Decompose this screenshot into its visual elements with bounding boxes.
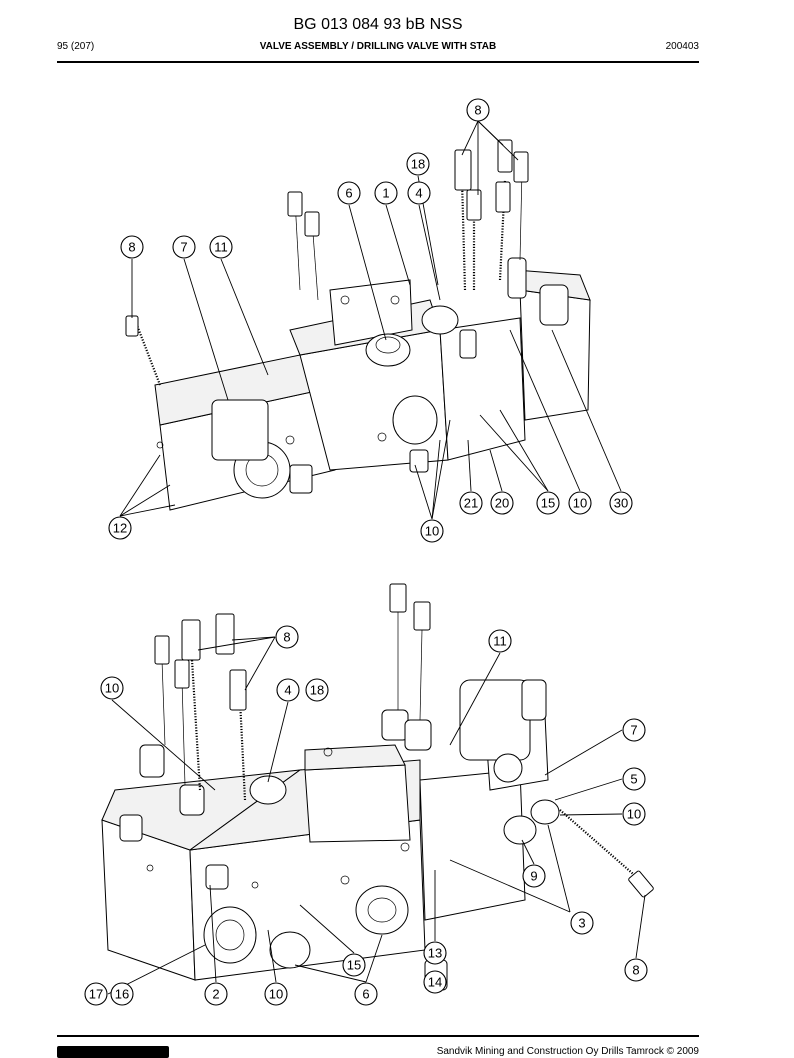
callout-4: 4 [407, 181, 431, 205]
callout-8: 8 [466, 98, 490, 122]
svg-text:10: 10 [573, 496, 587, 511]
callout-21: 21 [459, 491, 483, 515]
svg-text:13: 13 [428, 946, 442, 961]
callout-6: 6 [354, 982, 378, 1006]
callout-7: 7 [172, 235, 196, 259]
callout-11: 11 [209, 235, 233, 259]
svg-text:16: 16 [115, 987, 129, 1002]
callout-6: 6 [337, 181, 361, 205]
svg-text:4: 4 [284, 683, 291, 698]
callout-10: 10 [420, 519, 444, 543]
svg-text:18: 18 [411, 157, 425, 172]
callout-18: 18 [406, 152, 430, 176]
callout-17: 17 [84, 982, 108, 1006]
svg-text:10: 10 [425, 524, 439, 539]
header-rule [57, 61, 699, 63]
callout-15: 15 [536, 491, 560, 515]
date-code: 200403 [665, 41, 699, 52]
callout-10: 10 [622, 802, 646, 826]
svg-text:30: 30 [614, 496, 628, 511]
svg-text:7: 7 [630, 723, 637, 738]
svg-text:11: 11 [214, 240, 228, 255]
page-reference: 95 (207) [57, 41, 95, 52]
callout-10: 10 [100, 676, 124, 700]
svg-text:8: 8 [474, 103, 481, 118]
callout-10: 10 [568, 491, 592, 515]
callout-13: 13 [423, 941, 447, 965]
svg-text:3: 3 [578, 916, 585, 931]
company-logo [57, 1046, 169, 1058]
callout-leaders [107, 120, 646, 995]
bottom-valve-assembly [101, 583, 654, 991]
callout-7: 7 [622, 718, 646, 742]
svg-text:10: 10 [627, 807, 641, 822]
callout-20: 20 [490, 491, 514, 515]
svg-text:8: 8 [632, 963, 639, 978]
callout-12: 12 [108, 516, 132, 540]
section-title: VALVE ASSEMBLY / DRILLING VALVE WITH STA… [259, 41, 497, 52]
callout-4: 4 [276, 678, 300, 702]
top-valve-assembly [125, 139, 591, 511]
callout-1: 1 [374, 181, 398, 205]
footer-rule [57, 1035, 699, 1037]
svg-text:4: 4 [415, 186, 422, 201]
svg-text:14: 14 [428, 975, 442, 990]
svg-text:12: 12 [113, 521, 127, 536]
callout-8: 8 [120, 235, 144, 259]
svg-text:18: 18 [310, 683, 324, 698]
svg-text:10: 10 [269, 987, 283, 1002]
svg-text:10: 10 [105, 681, 119, 696]
callout-3: 3 [570, 911, 594, 935]
callout-8: 8 [275, 625, 299, 649]
svg-text:6: 6 [362, 987, 369, 1002]
callout-9: 9 [522, 864, 546, 888]
callout-30: 30 [609, 491, 633, 515]
svg-text:17: 17 [89, 987, 103, 1002]
svg-text:8: 8 [128, 240, 135, 255]
svg-text:15: 15 [541, 496, 555, 511]
svg-text:6: 6 [345, 186, 352, 201]
callout-14: 14 [423, 970, 447, 994]
document-title: BG 013 084 93 bB NSS [293, 16, 463, 33]
svg-text:11: 11 [493, 634, 507, 649]
callout-16: 16 [110, 982, 134, 1006]
svg-text:8: 8 [283, 630, 290, 645]
svg-text:5: 5 [630, 772, 637, 787]
callout-2: 2 [204, 982, 228, 1006]
callout-5: 5 [622, 767, 646, 791]
svg-text:15: 15 [347, 958, 361, 973]
svg-text:20: 20 [495, 496, 509, 511]
callout-18: 18 [305, 678, 329, 702]
svg-text:2: 2 [212, 987, 219, 1002]
svg-text:1: 1 [382, 186, 389, 201]
callout-8: 8 [624, 958, 648, 982]
footer-copyright: Sandvik Mining and Construction Oy Drill… [436, 1046, 699, 1057]
callout-10: 10 [264, 982, 288, 1006]
callout-11: 11 [488, 629, 512, 653]
svg-text:7: 7 [180, 240, 187, 255]
svg-text:9: 9 [530, 869, 537, 884]
callout-15: 15 [342, 953, 366, 977]
svg-text:21: 21 [464, 496, 478, 511]
